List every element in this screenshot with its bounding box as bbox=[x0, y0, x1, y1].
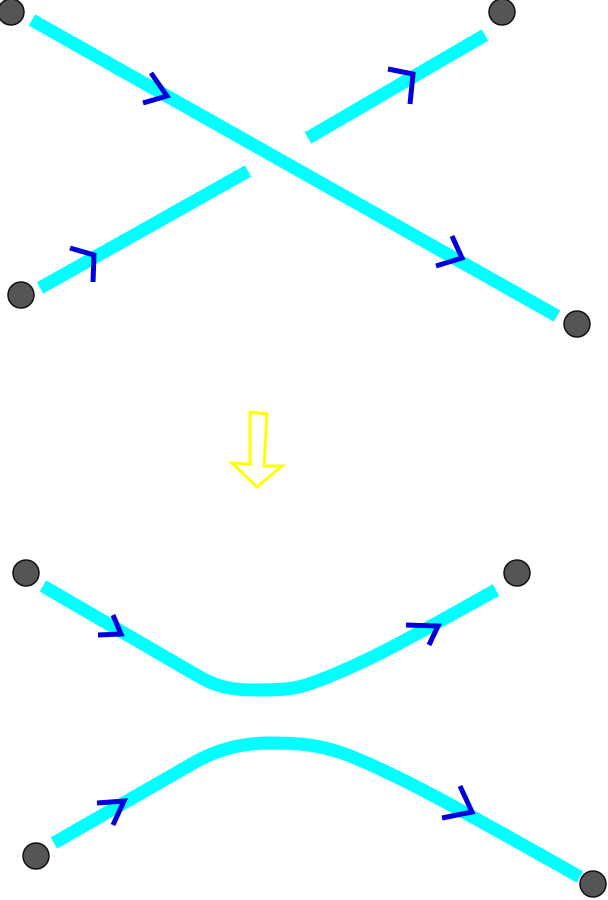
arrow-marker-under-2 bbox=[387, 66, 416, 105]
upper-arc bbox=[39, 580, 500, 697]
down-arrow-icon bbox=[228, 410, 287, 490]
arrow-marker-under-1 bbox=[69, 245, 97, 283]
endpoint-dot-icon bbox=[12, 559, 40, 587]
endpoint-dot-icon bbox=[488, 0, 516, 26]
smoothing-diagram bbox=[12, 559, 607, 898]
endpoint-dot-icon bbox=[503, 559, 531, 587]
under-strand-upper bbox=[304, 29, 489, 144]
endpoint-dot-icon bbox=[22, 842, 50, 870]
crossing-diagram bbox=[0, 0, 591, 338]
endpoint-dot-icon bbox=[7, 281, 35, 309]
endpoint-dot-icon bbox=[563, 310, 591, 338]
over-strand bbox=[28, 14, 561, 322]
endpoint-dot-icon bbox=[0, 0, 25, 26]
arrow-marker-lower-1 bbox=[96, 798, 129, 827]
arrow-marker-over-1 bbox=[142, 71, 172, 106]
arrow-marker-over-2 bbox=[435, 234, 466, 269]
arrow-marker-upper-1 bbox=[97, 614, 125, 638]
endpoint-dot-icon bbox=[579, 870, 607, 898]
arrow-marker-lower-2 bbox=[441, 784, 476, 821]
lower-arc bbox=[50, 736, 584, 883]
arrow-marker-upper-2 bbox=[405, 622, 442, 647]
under-strand-lower bbox=[36, 165, 252, 294]
